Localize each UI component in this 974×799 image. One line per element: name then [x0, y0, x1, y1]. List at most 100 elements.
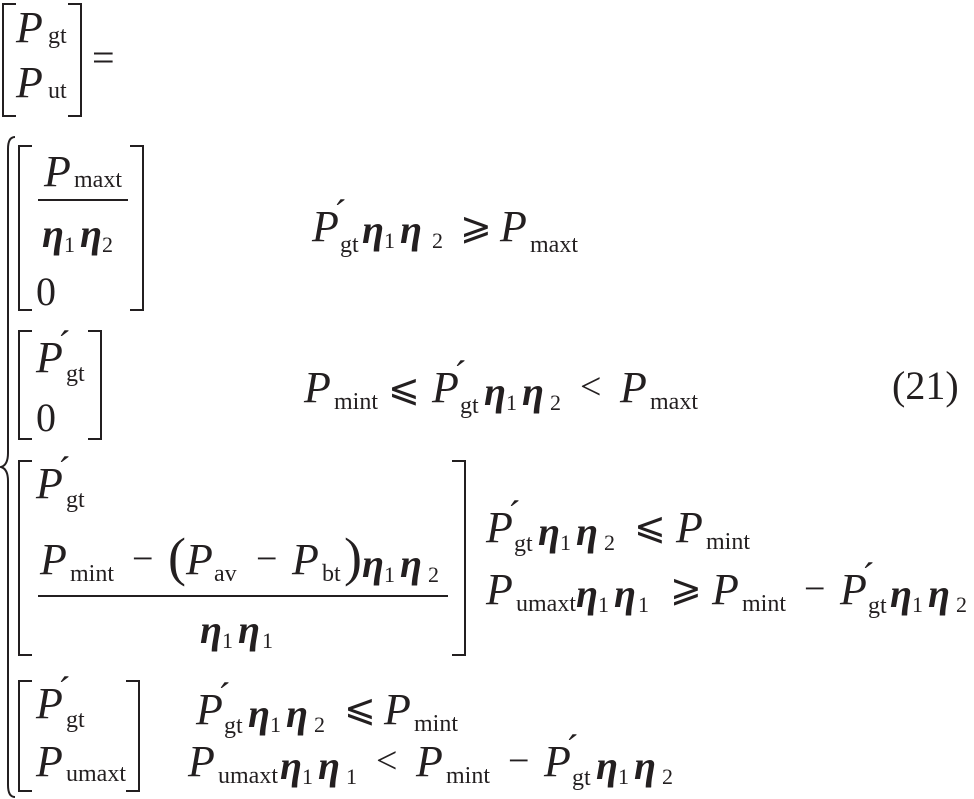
c4-c1-sub2: 2	[314, 712, 325, 737]
c3-c2-p3: P	[840, 565, 867, 614]
c3-num-p2: P	[186, 535, 213, 584]
c4-c1-p2: P	[384, 685, 411, 734]
equals-sign: =	[92, 35, 115, 80]
c1-cond-sub1: 1	[384, 228, 395, 253]
c3-num-sub-mint: mint	[70, 561, 115, 587]
c3-c2-sub-mint: mint	[742, 591, 787, 617]
c2-cond-sub1: 1	[506, 390, 517, 415]
case1-sub2: 2	[102, 232, 113, 257]
c3-c2-p2: P	[712, 565, 739, 614]
c4-c2-p3: P	[544, 737, 571, 786]
c3-c2-sub3: 1	[912, 592, 923, 617]
c2-cond-sub-mint: mint	[334, 389, 379, 415]
c3-den-eta2: η	[238, 607, 260, 652]
case2-sub-gt: gt	[66, 361, 85, 387]
c3-den-sub2: 1	[262, 628, 273, 653]
c3-c1-leq: ⩽	[634, 506, 666, 548]
case4-sub-gt: gt	[66, 707, 85, 733]
c4-c1-sub-mint: mint	[414, 711, 459, 737]
c3-num-lparen: (	[168, 527, 186, 587]
c3-c2-eta4: η	[928, 571, 950, 616]
c4-c1-leq: ⩽	[344, 688, 376, 730]
c4-c2-sub-umaxt: umaxt	[218, 763, 278, 789]
c1-cond-eta2: η	[400, 207, 422, 252]
c3-num-sub1: 1	[384, 562, 395, 587]
case1-fraction-bar	[38, 199, 128, 201]
c3-num-minus2: −	[256, 538, 278, 580]
case1-num-sub: maxt	[74, 167, 122, 193]
case2-prime: ´	[58, 324, 71, 366]
c4-c2-eta2: η	[318, 743, 340, 788]
case1-eta1: η	[42, 211, 64, 256]
c3-num-sub2: 2	[428, 562, 439, 587]
c4-c2-sub-mint: mint	[446, 763, 491, 789]
c2-cond-sub-maxt: maxt	[650, 389, 698, 415]
c4-c2-lt: <	[376, 740, 398, 782]
lhs-right-bracket	[68, 3, 82, 117]
lhs-sub-gt: gt	[48, 23, 67, 49]
case3-p: P	[36, 459, 63, 508]
c3-c1-p2: P	[676, 503, 703, 552]
case3-sub-gt: gt	[66, 487, 85, 513]
case3-prime: ´	[58, 450, 71, 492]
lhs-p-top: P	[16, 3, 43, 52]
c2-cond-lt: <	[580, 366, 602, 408]
c3-c1-sub1: 1	[560, 530, 571, 555]
c2-cond-leq: ⩽	[388, 368, 420, 410]
c1-cond-p: P	[312, 202, 339, 251]
case1-eta2: η	[80, 211, 102, 256]
case2-p: P	[36, 333, 63, 382]
lhs-p-bottom: P	[16, 58, 43, 107]
c1-cond-sub-maxt: maxt	[530, 232, 578, 258]
equation-number: (21)	[892, 363, 959, 408]
case3-fraction-bar	[38, 595, 448, 597]
c2-cond-sub-gt: gt	[460, 393, 479, 419]
c3-num-sub-av: av	[214, 561, 237, 587]
c3-num-eta2: η	[400, 541, 422, 586]
c1-cond-sub-gt: gt	[340, 232, 359, 258]
c3-den-sub1: 1	[222, 628, 233, 653]
case1-sub1: 1	[64, 232, 75, 257]
c3-num-minus1: −	[132, 538, 154, 580]
c2-cond-prime: ´	[454, 354, 467, 396]
c4-c1-eta1: η	[248, 691, 270, 736]
c1-cond-geq: ⩾	[460, 206, 492, 248]
c3-c2-eta1: η	[576, 571, 598, 616]
c2-cond-p: P	[304, 363, 331, 412]
c4-c1-p: P	[196, 685, 223, 734]
c3-c1-prime: ´	[508, 494, 521, 536]
c3-c2-prime: ´	[862, 556, 875, 598]
c3-c1-eta2: η	[576, 509, 598, 554]
c3-c2-geq: ⩾	[670, 568, 702, 610]
c3-c2-sub-gt: gt	[868, 593, 887, 619]
c3-c1-eta1: η	[538, 509, 560, 554]
c4-c2-sub4: 2	[662, 764, 673, 789]
c4-c2-sub2: 1	[346, 764, 357, 789]
c1-cond-sub2: 2	[432, 228, 443, 253]
case1-right-bracket	[130, 145, 144, 311]
c4-c1-sub-gt: gt	[224, 713, 243, 739]
c4-c2-eta3: η	[596, 743, 618, 788]
lhs-left-bracket	[2, 3, 16, 117]
c3-num-p1: P	[40, 535, 67, 584]
case1-left-bracket	[18, 145, 32, 311]
case4-p2: P	[36, 737, 63, 786]
c3-num-sub-bt: bt	[322, 561, 341, 587]
case4-sub-umaxt: umaxt	[66, 761, 126, 787]
c4-c1-sub1: 1	[270, 712, 281, 737]
c4-c2-sub3: 1	[618, 764, 629, 789]
case3-right-bracket	[452, 460, 466, 656]
case1-zero: 0	[36, 269, 56, 314]
case4-left-bracket	[18, 680, 32, 792]
case2-right-bracket	[88, 330, 102, 440]
c4-c2-sub1: 1	[302, 764, 313, 789]
c3-c2-sub2: 1	[638, 592, 649, 617]
case4-prime: ´	[58, 670, 71, 712]
c1-cond-p2: P	[500, 202, 527, 251]
lhs-sub-ut: ut	[48, 78, 67, 104]
c4-c1-prime: ´	[218, 676, 231, 718]
c2-cond-p3: P	[620, 363, 647, 412]
c3-c1-sub-gt: gt	[514, 531, 533, 557]
c2-cond-sub2: 2	[550, 390, 561, 415]
case2-left-bracket	[18, 330, 32, 440]
